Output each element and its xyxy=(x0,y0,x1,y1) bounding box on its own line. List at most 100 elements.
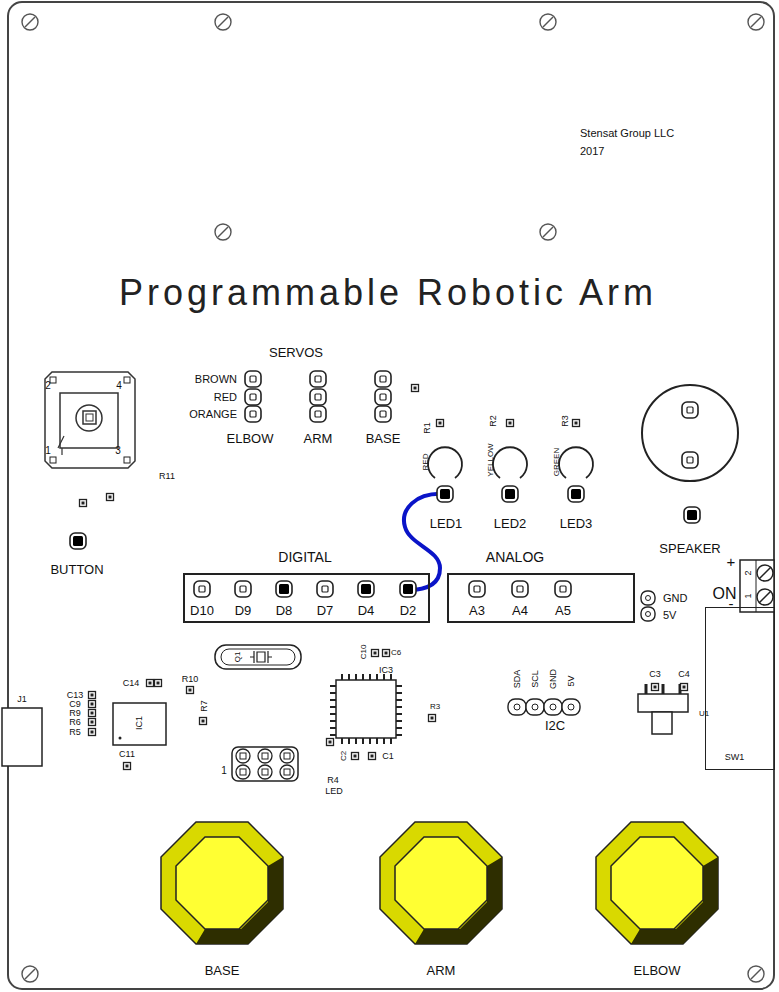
group-title: SERVOS xyxy=(269,346,323,359)
solder-pad-filled xyxy=(437,486,453,502)
pin-label: SDA xyxy=(513,670,522,689)
pin-label: A4 xyxy=(512,604,528,617)
part-ref: LED xyxy=(325,787,343,796)
header-title: DIGITAL xyxy=(278,550,331,564)
power-pin xyxy=(641,591,655,605)
part-ref: IC3 xyxy=(379,666,393,675)
button-cap xyxy=(159,820,285,946)
polarity-mark: + xyxy=(727,554,736,569)
header-pin xyxy=(375,406,391,422)
servo-name: BASE xyxy=(366,432,401,445)
pin-label: D9 xyxy=(235,604,252,617)
mounting-hole xyxy=(22,966,38,982)
smd-pad xyxy=(372,650,379,657)
part-ref: R9 xyxy=(69,709,81,718)
i2c-pin xyxy=(526,699,544,715)
part-ref: R6 xyxy=(69,718,81,727)
smd-pad xyxy=(681,684,688,691)
mounting-hole xyxy=(748,14,764,30)
part-ref: C14 xyxy=(123,679,140,688)
header-pin xyxy=(245,406,261,422)
servo-name: ELBOW xyxy=(227,432,274,445)
smd-pad xyxy=(352,753,359,760)
header-pin xyxy=(245,371,261,387)
part-ref: R4 xyxy=(327,776,339,785)
part-ref: R3 xyxy=(430,703,440,711)
header-pin xyxy=(310,406,326,422)
led-color: GREEN xyxy=(553,448,561,476)
button-label: BASE xyxy=(205,964,240,977)
pin-label: D4 xyxy=(358,604,375,617)
led-color: YELLOW xyxy=(487,443,495,476)
solder-pad-filled xyxy=(358,581,374,597)
push-button: ARM xyxy=(378,820,504,946)
pin-label: GND xyxy=(663,593,687,604)
part-ref: J1 xyxy=(17,695,27,704)
part-ref: R11 xyxy=(159,472,175,481)
pin-label: GND xyxy=(549,669,558,689)
button-label: ELBOW xyxy=(634,964,681,977)
polarity-mark: - xyxy=(729,596,734,611)
part-name: SPEAKER xyxy=(659,542,720,555)
pin-label: D10 xyxy=(190,604,214,617)
solder-pad-filled xyxy=(684,507,700,523)
led-name: LED1 xyxy=(430,517,463,530)
solder-pad-filled xyxy=(276,581,292,597)
part-ref: C6 xyxy=(391,649,401,657)
pin-label: D2 xyxy=(400,604,417,617)
part-ref: Q1 xyxy=(234,652,242,663)
part-ref: C13 xyxy=(67,691,84,700)
pin-label: 5V xyxy=(663,610,676,621)
part-ref: C3 xyxy=(649,670,661,679)
header-pin xyxy=(375,389,391,405)
pin-number: 1 xyxy=(221,766,227,776)
analog-header: ANALOGA3A4A5 xyxy=(447,573,635,623)
i2c-pin xyxy=(508,699,526,715)
smd-pad xyxy=(89,701,96,708)
push-button: BASE xyxy=(159,820,285,946)
smd-pad xyxy=(369,753,376,760)
smd-pad xyxy=(507,420,514,427)
isp-pin xyxy=(236,765,250,779)
header-pin xyxy=(555,581,571,597)
pin-number: 4 xyxy=(116,381,122,391)
pin-number: 3 xyxy=(115,446,121,456)
part-ref: C2 xyxy=(340,751,348,761)
smd-pad xyxy=(327,739,334,746)
part-ref: C10 xyxy=(360,645,368,660)
smd-pad xyxy=(147,680,154,687)
part-ref: R1 xyxy=(423,422,432,434)
part-ref: R3 xyxy=(561,415,570,427)
pin-label: A5 xyxy=(555,604,571,617)
mounting-hole xyxy=(748,966,764,982)
header-pin xyxy=(310,389,326,405)
header-pin xyxy=(317,581,333,597)
smd-pad xyxy=(155,680,162,687)
smd-pad xyxy=(80,500,87,507)
part-name: BUTTON xyxy=(50,563,103,576)
led-color: RED xyxy=(422,454,430,471)
year: 2017 xyxy=(580,146,604,157)
header-pin xyxy=(235,581,251,597)
isp-pin xyxy=(258,749,272,763)
isp-pin xyxy=(236,749,250,763)
mounting-hole xyxy=(22,14,38,30)
i2c-pin xyxy=(562,699,580,715)
mounting-hole xyxy=(540,224,556,240)
smd-pad xyxy=(107,494,114,501)
pin-label: A3 xyxy=(469,604,485,617)
smd-pad xyxy=(89,710,96,717)
smd-pad xyxy=(187,687,194,694)
part-ref: C4 xyxy=(678,670,690,679)
smd-pad xyxy=(429,715,436,722)
pin-label: D7 xyxy=(317,604,334,617)
isp-pin xyxy=(280,749,294,763)
isp-pin xyxy=(258,765,272,779)
smd-pad xyxy=(383,650,390,657)
servo-name: ARM xyxy=(304,432,333,445)
wire-color: BROWN xyxy=(195,374,237,385)
pin-number: 2 xyxy=(744,570,753,575)
header-pin xyxy=(375,371,391,387)
part-ref: R7 xyxy=(200,700,209,712)
